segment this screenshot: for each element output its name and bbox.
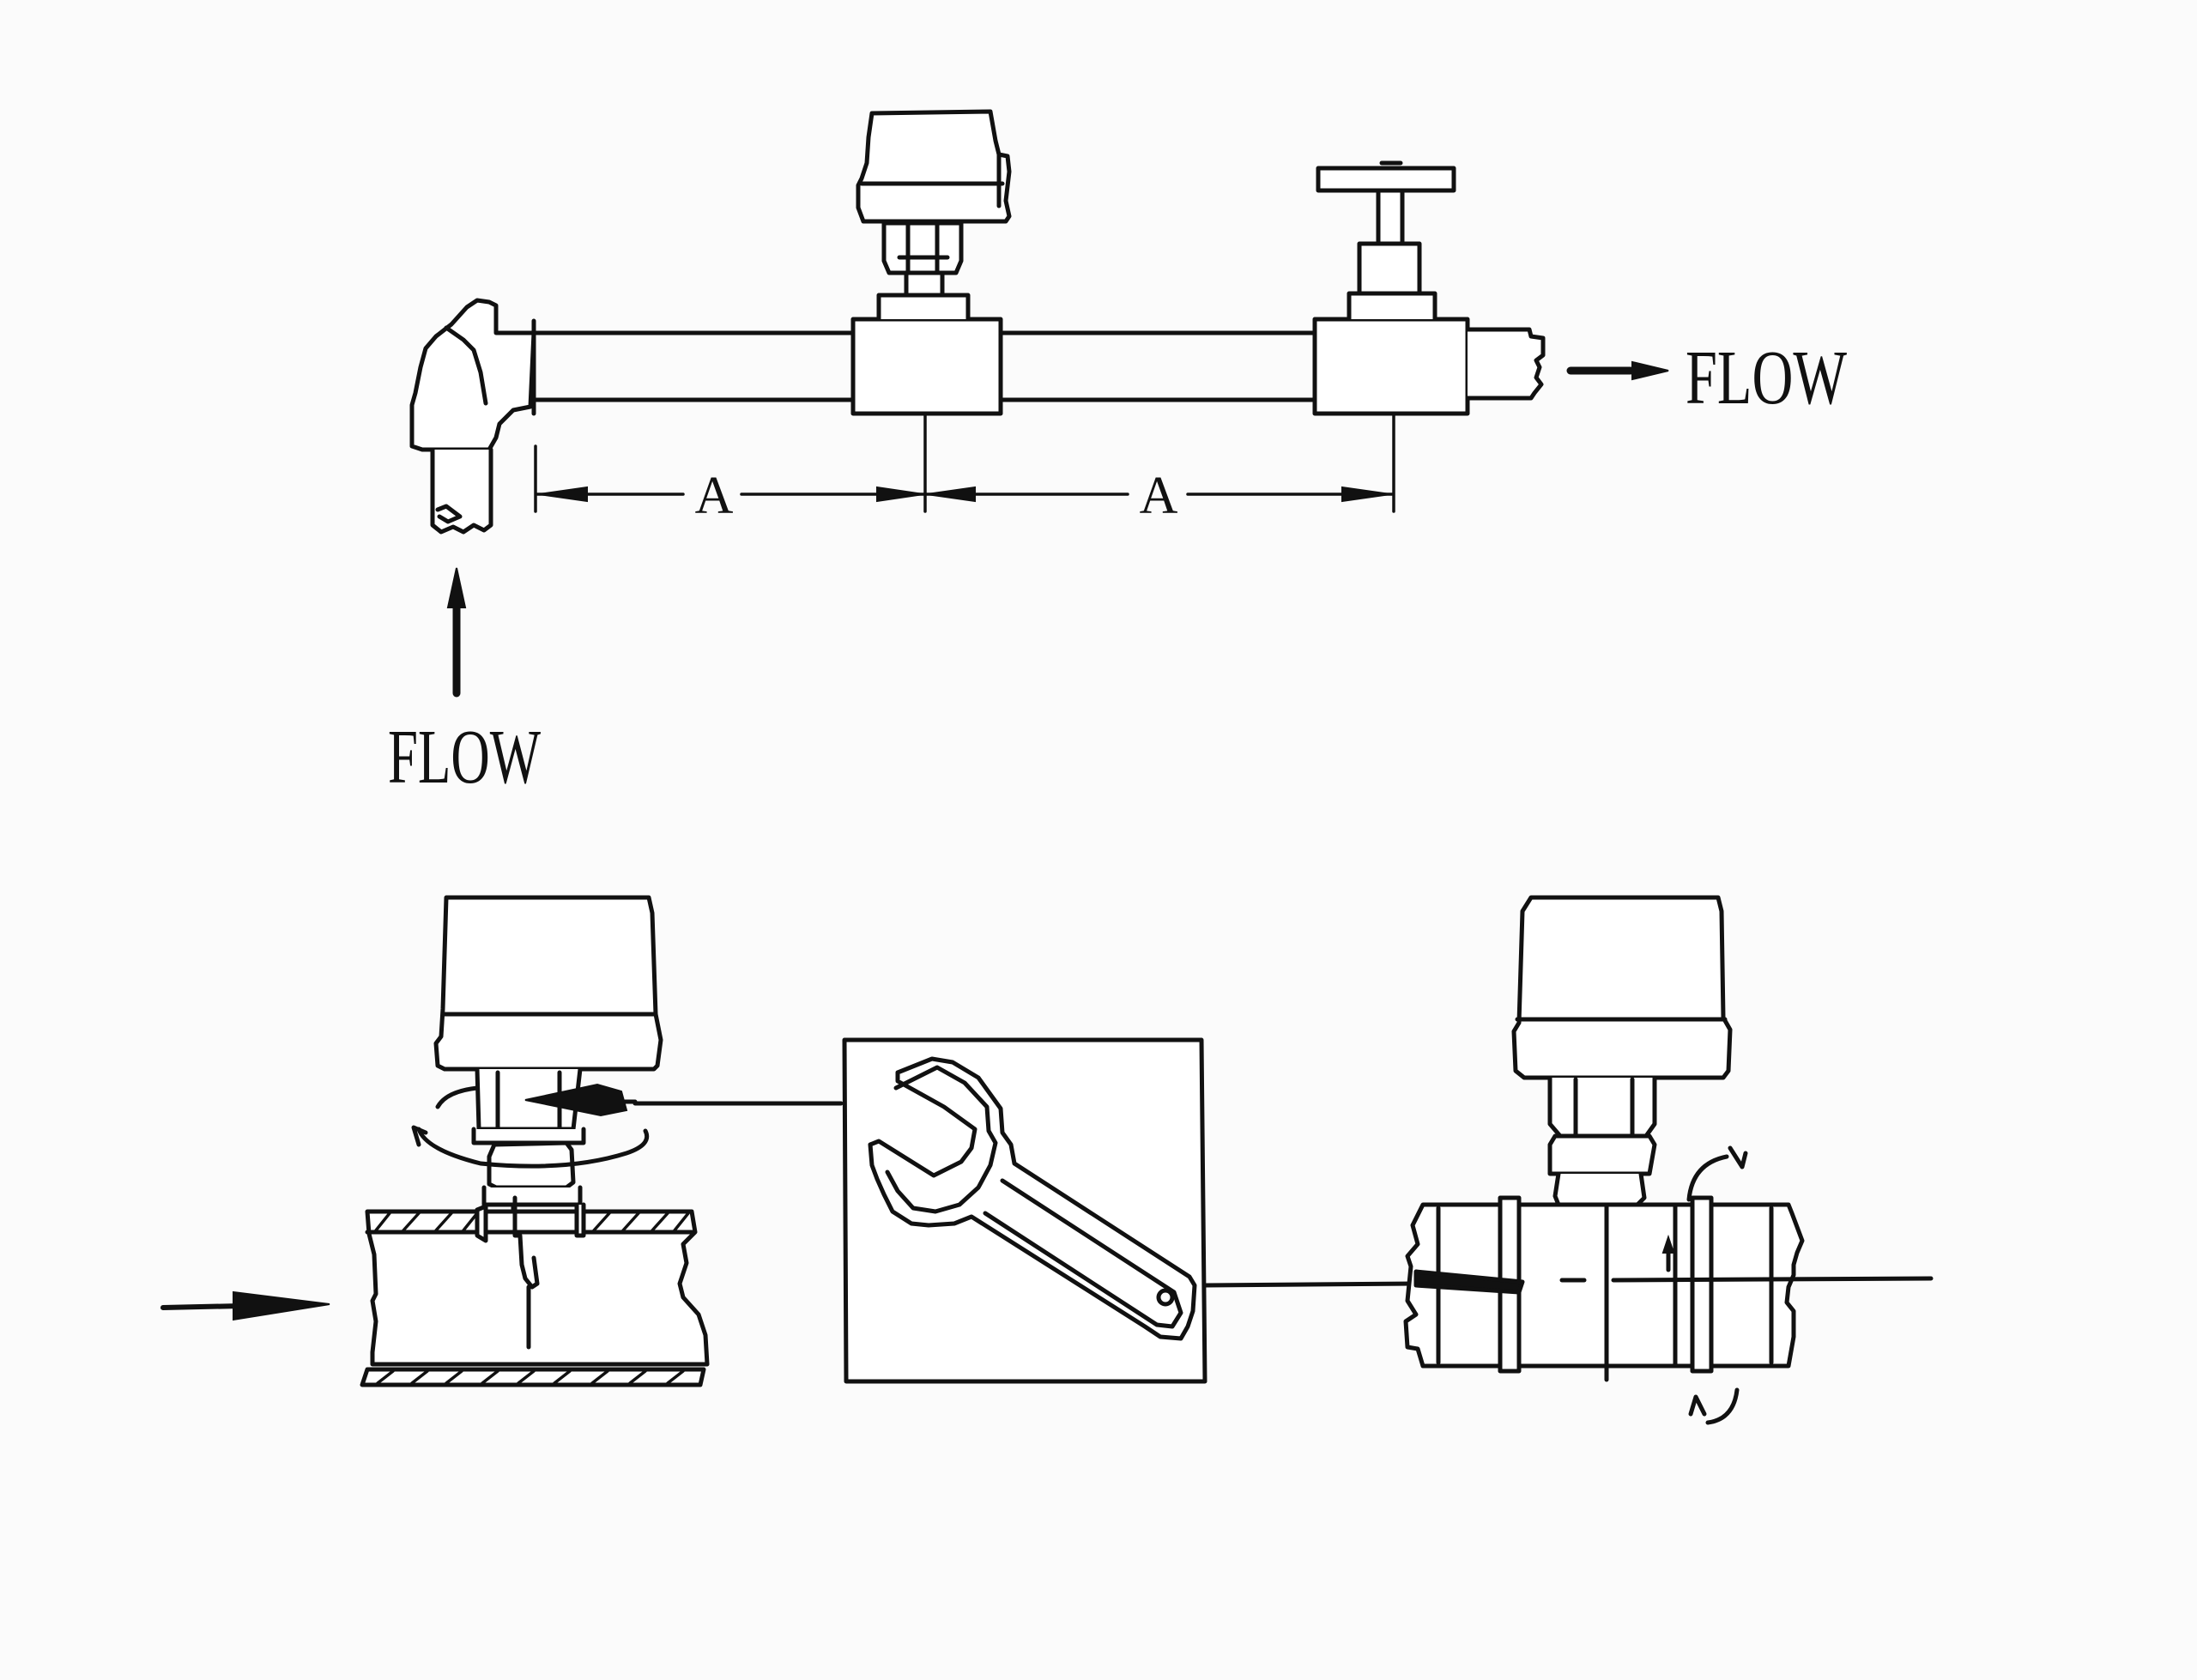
- dimension-label-left: A: [695, 467, 734, 525]
- dimension-arrowhead: [1341, 486, 1391, 503]
- rotation-arrow-icon: [1686, 1154, 1729, 1202]
- pipe-segment-1: [531, 318, 856, 416]
- valve-section-view: [160, 895, 844, 1387]
- dimension-lines: A A: [534, 412, 1395, 525]
- dimension-arrowhead: [538, 486, 588, 503]
- gate-valve-icon: [1312, 160, 1546, 416]
- flow-arrowhead: [1631, 360, 1669, 381]
- rotation-arrow-icon: [411, 1125, 428, 1147]
- flow-out-label: FLOW: [1686, 335, 1847, 420]
- flow-out-indicator: FLOW: [1566, 335, 1847, 420]
- flow-in-indicator: FLOW: [388, 567, 541, 800]
- pipe-segment-2: [998, 330, 1317, 402]
- pipeline-layout: A A FLOW FLOW: [388, 109, 1847, 800]
- rotation-arrow-icon: [1705, 1387, 1740, 1425]
- flow-arrowhead: [233, 1290, 330, 1321]
- flow-in-label: FLOW: [388, 715, 541, 800]
- flow-arrowhead: [446, 567, 467, 608]
- pipe-wall-hatch: [374, 1212, 690, 1385]
- wrench-panel: [842, 1037, 1419, 1384]
- wrench-icon: [868, 1056, 1197, 1341]
- actuator-valve-icon: [850, 109, 1012, 416]
- pointer-arrowhead: [1661, 1234, 1675, 1254]
- elbow-fitting-icon: [409, 298, 536, 535]
- dimension-arrowhead: [876, 486, 924, 503]
- dimension-label-right: A: [1140, 467, 1178, 525]
- pointer-arrowhead: [524, 1083, 628, 1117]
- valve-elevation-view: [1403, 895, 1934, 1425]
- dimension-arrowhead: [926, 486, 976, 503]
